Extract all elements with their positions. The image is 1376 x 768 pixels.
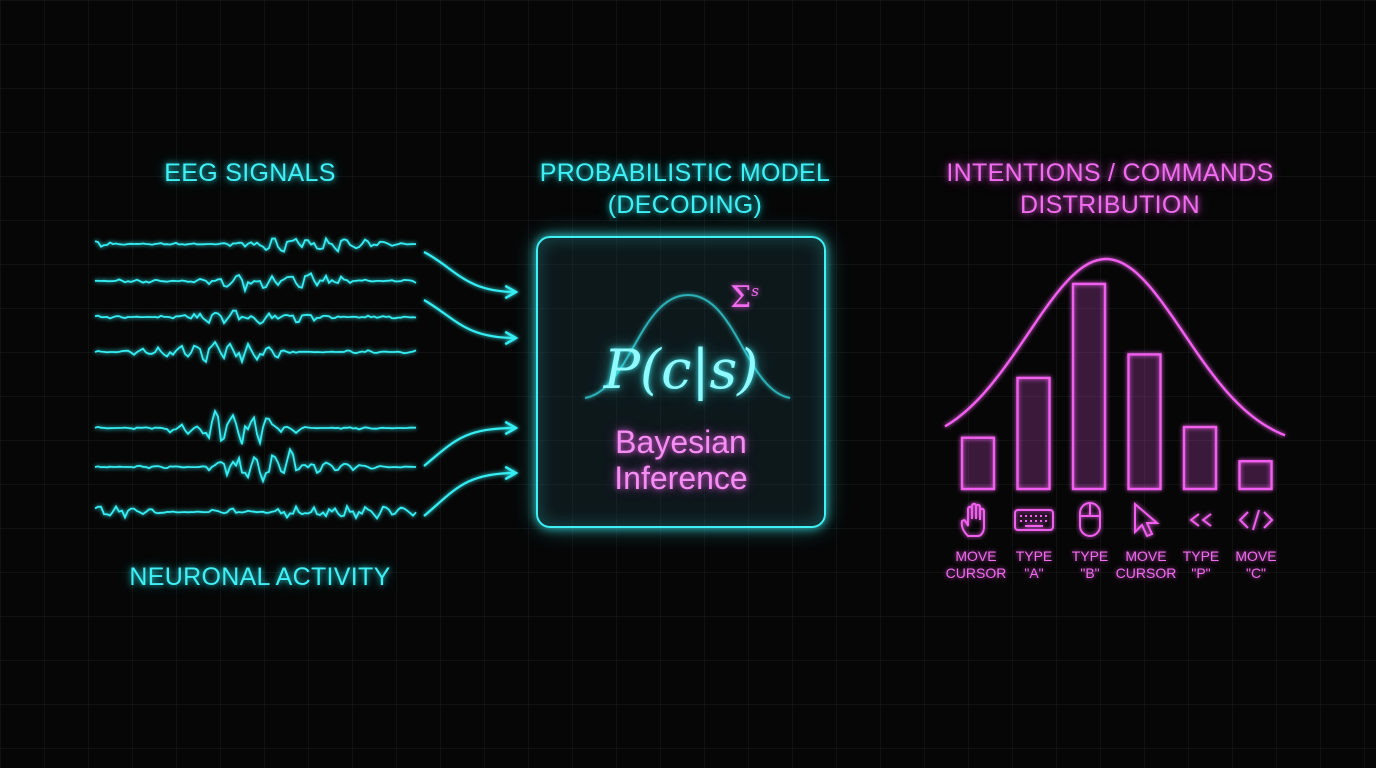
model-title-line1: PROBABILISTIC MODEL [539,159,831,187]
double-chevron-left-icon [1189,513,1212,527]
distribution-title: INTENTIONS / COMMANDS DISTRIBUTION [930,157,1290,221]
command-line2: CURSOR [945,565,1007,581]
cursor-arrow-icon [1134,501,1160,538]
command-label: TYPE"B" [1055,548,1125,582]
command-move-c: MOVE"C" [1221,500,1291,582]
eeg-signals-title: EEG SIGNALS [164,159,336,187]
dist-title-line1: INTENTIONS / COMMANDS [946,159,1274,187]
eeg-wave-3 [94,309,417,325]
command-line1: TYPE [1015,548,1053,564]
command-line2: "A" [1024,565,1044,581]
input-arrow-5 [423,465,519,517]
model-box [536,236,826,528]
command-line1: TYPE [1182,548,1220,564]
neuronal-wave-1 [94,408,416,447]
input-arrows [423,251,519,517]
eeg-waveforms [94,236,417,365]
gaussian-curve [944,257,1286,437]
output-arrows [840,284,907,481]
bar-4 [1127,353,1162,491]
inference-line1: Bayesian [615,424,747,460]
command-type-b: TYPE"B" [1055,500,1125,582]
command-line2: "B" [1080,565,1100,581]
bar-2 [1016,376,1051,491]
command-line1: TYPE [1071,548,1109,564]
input-arrow-2 [423,299,519,346]
input-arrow-4 [423,420,519,467]
bar-6 [1238,460,1273,491]
command-type-p: TYPE"P" [1166,500,1236,582]
eeg-wave-4 [94,340,417,365]
command-line1: MOVE [955,548,997,564]
eeg-wave-2 [95,271,417,294]
keyboard-icon [1014,509,1054,531]
eeg-wave-1 [94,236,417,254]
code-brackets-icon [1238,509,1274,531]
command-type-a: TYPE"A" [999,500,1069,582]
command-label: MOVE"C" [1221,548,1291,582]
bar-1 [960,436,996,491]
dist-title-line2: DISTRIBUTION [1020,191,1200,219]
command-line2: CURSOR [1115,565,1177,581]
neuronal-wave-2 [94,447,417,484]
command-label: TYPE"P" [1166,548,1236,582]
command-label: TYPE"A" [999,548,1069,582]
mouse-icon [1079,502,1101,537]
bar-5 [1182,425,1218,491]
sigma-superscript: s [751,282,759,300]
hand-icon [960,502,985,537]
inference-line2: Inference [614,460,748,496]
command-line2: "P" [1191,565,1211,581]
distribution-chart [935,244,1301,491]
bayes-formula: P(c|s) [603,338,759,401]
neuronal-waveforms [94,408,417,520]
model-curve [584,293,791,399]
sigma-symbol: Σs [730,280,759,315]
input-arrow-1 [423,251,519,300]
bar-3 [1071,282,1107,491]
command-line1: MOVE [1125,548,1167,564]
command-line1: MOVE [1235,548,1277,564]
probabilistic-model-title: PROBABILISTIC MODEL (DECODING) [520,157,850,221]
command-line2: "C" [1245,565,1267,581]
model-title-line2: (DECODING) [607,191,763,219]
neuronal-activity-title: NEURONAL ACTIVITY [129,563,391,591]
sigma-glyph: Σ [730,280,752,315]
neuronal-wave-3 [94,503,417,520]
bayesian-inference-label: Bayesian Inference [536,424,826,496]
